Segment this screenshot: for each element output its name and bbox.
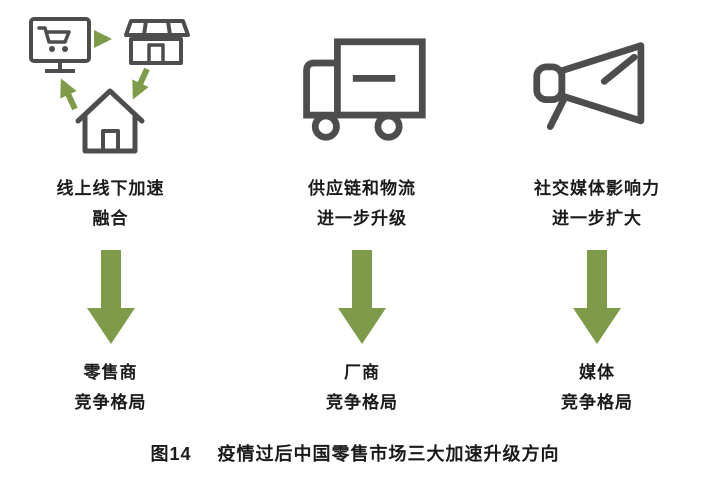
result-line-1: 零售商 — [83, 363, 138, 382]
monitor-cart-icon — [29, 16, 91, 73]
result-line-1: 厂商 — [344, 363, 380, 382]
down-arrow — [573, 250, 621, 344]
heading-line-1: 供应链和物流 — [308, 179, 416, 198]
column-social-media: 社交媒体影响力 进一步扩大 媒体 竞争格局 — [492, 6, 702, 418]
storefront-icon — [124, 18, 190, 65]
down-arrow-shaft — [587, 250, 607, 308]
result-line-2: 竞争格局 — [74, 393, 147, 412]
figure-number: 图14 — [150, 444, 192, 464]
cycle-arrows-icon — [29, 16, 190, 153]
megaphone-icon — [532, 42, 644, 131]
heading-line-2: 进一步升级 — [317, 209, 407, 228]
figure-caption: 图14 疫情过后中国零售市场三大加速升级方向 — [0, 440, 710, 466]
house-icon — [75, 88, 145, 153]
heading-line-2: 进一步扩大 — [552, 209, 642, 228]
column-online-offline: 线上线下加速 融合 零售商 竞争格局 — [8, 6, 213, 418]
heading-line-2: 融合 — [92, 209, 129, 228]
arrow-up-left-icon — [60, 77, 78, 110]
heading-supply-chain: 供应链和物流 进一步升级 — [308, 174, 416, 234]
result-media: 媒体 竞争格局 — [561, 358, 633, 418]
social-media-icon-group — [525, 6, 670, 174]
column-supply-chain: 供应链和物流 进一步升级 厂商 竞争格局 — [262, 6, 462, 418]
result-manufacturers: 厂商 竞争格局 — [326, 358, 398, 418]
figure-title: 疫情过后中国零售市场三大加速升级方向 — [217, 444, 560, 464]
result-retailers: 零售商 竞争格局 — [75, 358, 147, 418]
result-line-1: 媒体 — [579, 363, 615, 382]
heading-social-media: 社交媒体影响力 进一步扩大 — [534, 174, 660, 234]
down-arrow-head — [573, 308, 621, 344]
arrow-down-left-icon — [132, 67, 150, 100]
result-line-2: 竞争格局 — [326, 393, 398, 412]
down-arrow — [86, 250, 135, 344]
online-offline-icon-group — [23, 6, 198, 174]
down-arrow-head — [86, 308, 135, 344]
heading-line-1: 社交媒体影响力 — [534, 179, 660, 198]
down-arrow-shaft — [352, 250, 372, 308]
down-arrow-head — [338, 308, 386, 344]
supply-chain-icon-group — [295, 6, 430, 174]
result-line-2: 竞争格局 — [561, 393, 633, 412]
heading-online-offline: 线上线下加速 融合 — [57, 174, 165, 234]
down-arrow-shaft — [100, 250, 121, 308]
down-arrow — [338, 250, 386, 344]
truck-icon — [302, 38, 426, 141]
heading-line-1: 线上线下加速 — [56, 179, 165, 198]
